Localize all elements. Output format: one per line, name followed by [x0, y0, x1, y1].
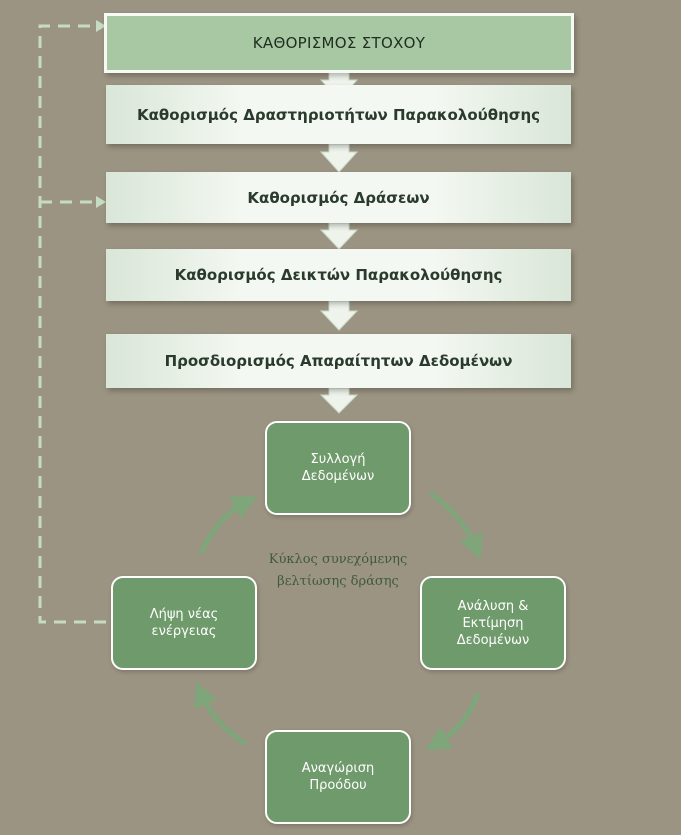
step-actions: Καθορισμός Δράσεων — [106, 172, 571, 223]
cycle-node-collect: Συλλογή Δεδομένων — [265, 421, 411, 515]
cycle-arrow-collect-to-analyze — [428, 490, 483, 560]
step-label: Καθορισμός Δραστηριοτήτων Παρακολούθησης — [136, 105, 541, 124]
cycle-node-label: Ανάλυση & Εκτίμηση Δεδομένων — [456, 598, 530, 648]
down-arrow-3 — [319, 222, 359, 250]
cycle-node-label: Αναγώριση Προόδου — [301, 761, 375, 793]
cycle-node-label: Λήψη νέας ενέργειας — [149, 607, 219, 639]
cycle-node-label: Συλλογή Δεδομένων — [301, 452, 375, 484]
goal-box: ΚΑΘΟΡΙΣΜΟΣ ΣΤΟΧΟΥ — [104, 13, 574, 73]
step-label: Προσδιορισμός Απαραίτητων Δεδομένων — [164, 352, 513, 370]
step-label: Καθορισμός Δεικτών Παρακολούθησης — [174, 266, 503, 284]
cycle-arrow-action-to-collect — [198, 496, 258, 555]
down-arrow-4 — [319, 300, 359, 331]
feedback-arrowhead-actions — [96, 196, 106, 208]
goal-label: ΚΑΘΟΡΙΣΜΟΣ ΣΤΟΧΟΥ — [252, 34, 426, 52]
step-required-data: Προσδιορισμός Απαραίτητων Δεδομένων — [106, 334, 571, 388]
feedback-arrowhead-goal — [96, 20, 106, 32]
step-indicators: Καθορισμός Δεικτών Παρακολούθησης — [106, 249, 571, 301]
down-arrow-2 — [319, 143, 359, 173]
cycle-node-analyze: Ανάλυση & Εκτίμηση Δεδομένων — [420, 576, 566, 670]
cycle-arrow-progress-to-action — [194, 681, 248, 747]
cycle-center-label: Κύκλος συνεχόμενης βελτίωσης δράσης — [268, 552, 408, 589]
feedback-line-to-goal — [38, 24, 106, 624]
down-arrow-5 — [319, 387, 359, 414]
cycle-node-progress: Αναγώριση Προόδου — [265, 730, 411, 824]
step-monitoring-activities: Καθορισμός Δραστηριοτήτων Παρακολούθησης — [106, 85, 571, 144]
cycle-arrow-analyze-to-progress — [425, 692, 481, 751]
step-label: Καθορισμός Δράσεων — [247, 188, 430, 207]
cycle-node-action: Λήψη νέας ενέργειας — [111, 576, 257, 670]
